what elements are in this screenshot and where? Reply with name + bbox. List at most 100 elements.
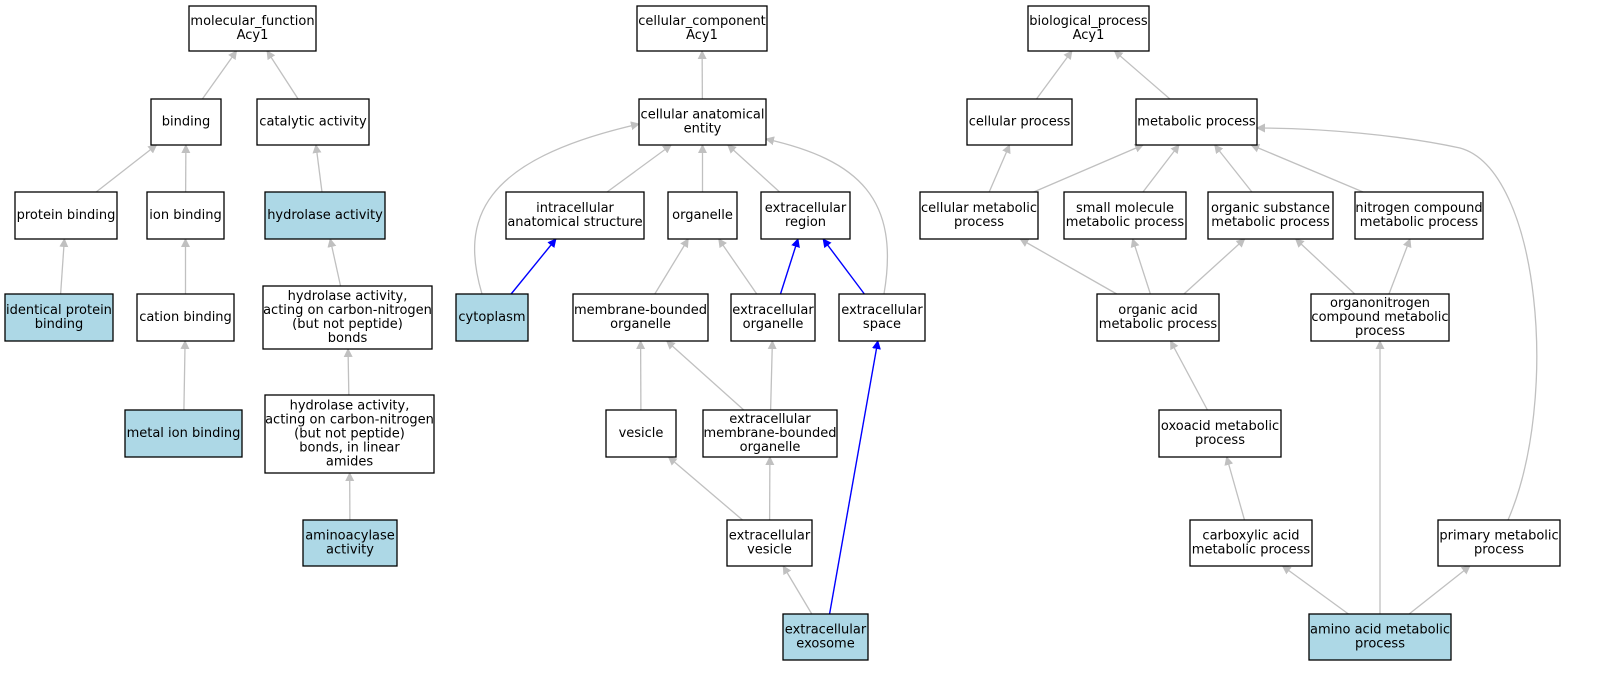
node-protein-binding[interactable]: protein binding bbox=[14, 191, 118, 240]
node-metabolic-process[interactable]: metabolic process bbox=[1135, 98, 1258, 146]
node-box bbox=[302, 519, 398, 567]
node-label-line: binding bbox=[35, 317, 83, 332]
node-label-line: organelle bbox=[743, 317, 804, 332]
node-label-line: metabolic process bbox=[1192, 543, 1311, 558]
node-hydrolase[interactable]: hydrolase activity bbox=[264, 191, 386, 240]
node-label-line: intracellular bbox=[536, 201, 614, 216]
node-box bbox=[605, 409, 677, 458]
node-box bbox=[1158, 409, 1282, 458]
node-catalytic[interactable]: catalytic activity bbox=[256, 98, 370, 146]
edge-ocmp-to-osmp bbox=[1294, 238, 1356, 295]
node-label-line: exosome bbox=[796, 637, 854, 652]
edge-oamp-to-cmp bbox=[1019, 238, 1118, 295]
node-hydrolase-cn[interactable]: hydrolase activity,acting on carbon-nitr… bbox=[262, 285, 433, 350]
edge-ncmp-to-metabolic-process bbox=[1250, 143, 1364, 193]
edge-hydrolase-cn-linear-to-hydrolase-cn bbox=[343, 348, 353, 396]
node-label-line: anatomical structure bbox=[507, 215, 642, 230]
edge-ext-exosome-to-ext-vesicle bbox=[782, 565, 813, 615]
node-label-line: cellular process bbox=[969, 115, 1071, 130]
node-label-line: molecular_function bbox=[190, 14, 314, 29]
node-box bbox=[124, 409, 243, 458]
node-binding[interactable]: binding bbox=[150, 98, 222, 146]
node-organelle[interactable]: organelle bbox=[667, 191, 738, 240]
node-box bbox=[1354, 191, 1484, 240]
node-label-line: Acy1 bbox=[686, 28, 718, 43]
edge-mbo-to-organelle bbox=[654, 238, 689, 295]
node-label-line: metabolic process bbox=[1099, 317, 1218, 332]
node-box bbox=[256, 98, 370, 146]
edge-intracellular-to-cae bbox=[606, 144, 672, 193]
node-box bbox=[572, 293, 709, 342]
edge-carboxylic-to-oxoacid bbox=[1224, 456, 1246, 521]
node-label-line: acting on carbon-nitrogen bbox=[263, 303, 432, 318]
node-box bbox=[505, 191, 645, 240]
edge-ext-mbo-to-mbo bbox=[665, 340, 745, 411]
node-ion-binding[interactable]: ion binding bbox=[146, 191, 225, 240]
node-label-line: (but not peptide) bbox=[292, 317, 403, 332]
edge-aamp-to-carboxylic bbox=[1281, 565, 1349, 615]
edge-identical-protein-to-protein-binding bbox=[59, 238, 69, 295]
node-label-line: catalytic activity bbox=[259, 115, 367, 130]
node-box bbox=[150, 98, 222, 146]
edge-oamp-to-smmp bbox=[1130, 238, 1152, 295]
node-label-line: membrane-bounded bbox=[574, 303, 707, 318]
node-label-line: aminoacylase bbox=[305, 529, 395, 544]
node-label-line: carboxylic acid bbox=[1202, 529, 1299, 544]
node-label-line: process bbox=[1474, 543, 1524, 558]
node-metal-ion[interactable]: metal ion binding bbox=[124, 409, 243, 458]
node-label-line: vesicle bbox=[747, 543, 792, 558]
node-box bbox=[1189, 519, 1313, 567]
node-label-line: cellular anatomical bbox=[641, 108, 765, 123]
node-box bbox=[1308, 613, 1452, 661]
node-box bbox=[966, 98, 1073, 146]
node-box bbox=[638, 98, 767, 146]
node-label-line: bonds, in linear bbox=[299, 441, 400, 456]
node-cytoplasm[interactable]: cytoplasm bbox=[455, 293, 529, 342]
node-label-line: activity bbox=[326, 543, 374, 558]
node-cellular-process[interactable]: cellular process bbox=[966, 98, 1073, 146]
edge-cmp-to-cellular-process bbox=[988, 144, 1011, 193]
node-label-line: space bbox=[863, 317, 901, 332]
node-hydrolase-cn-linear[interactable]: hydrolase activity,acting on carbon-nitr… bbox=[264, 394, 435, 474]
node-label-line: oxoacid metabolic bbox=[1161, 419, 1279, 434]
node-label-line: process bbox=[1355, 637, 1405, 652]
node-label-line: compound metabolic bbox=[1311, 310, 1448, 325]
edge-cytoplasm-to-intracellular bbox=[510, 238, 557, 295]
node-box bbox=[4, 293, 114, 342]
edge-osmp-to-metabolic-process bbox=[1214, 144, 1253, 193]
node-vesicle[interactable]: vesicle bbox=[605, 409, 677, 458]
node-cation-binding[interactable]: cation binding bbox=[136, 293, 235, 342]
node-box bbox=[760, 191, 851, 240]
edge-metal-ion-to-cation-binding bbox=[180, 340, 190, 411]
node-label-line: small molecule bbox=[1076, 201, 1174, 216]
node-label-line: (but not peptide) bbox=[294, 427, 405, 442]
node-box bbox=[1207, 191, 1334, 240]
node-label-line: biological_process bbox=[1029, 14, 1148, 29]
